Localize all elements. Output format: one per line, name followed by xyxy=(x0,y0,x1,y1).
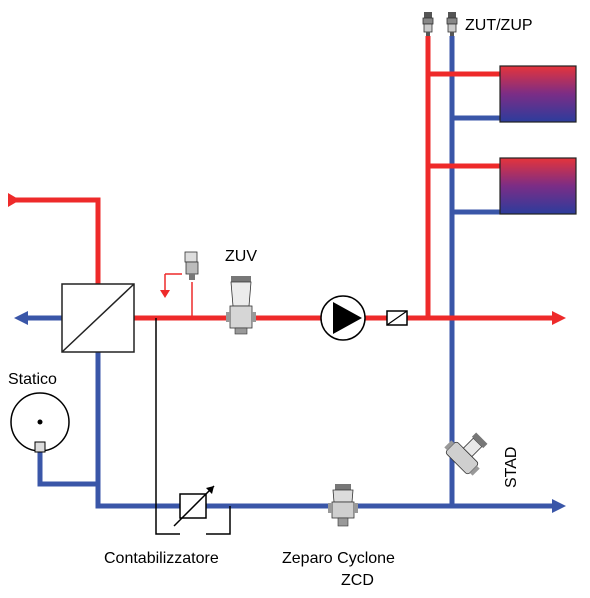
air-vent-icon xyxy=(184,251,199,280)
return-pipes xyxy=(24,36,555,509)
air-vent-drain-line xyxy=(164,273,193,318)
stad-label: STAD xyxy=(503,447,520,488)
return-inlet-arrow xyxy=(552,499,566,513)
zeparo-cyclone-icon xyxy=(328,484,358,527)
primary-inlet-arrow xyxy=(8,193,20,207)
return-outlet-arrow xyxy=(14,311,28,325)
zuv-separator-icon xyxy=(226,276,256,335)
radiator-bottom xyxy=(499,157,577,215)
energy-meter-icon xyxy=(173,485,215,527)
check-valve-icon xyxy=(386,310,408,326)
stad-valve-icon xyxy=(444,432,488,476)
return-pipe-main xyxy=(95,352,555,509)
zcd-label: ZCD xyxy=(341,572,374,589)
pump-icon xyxy=(320,295,366,341)
energy-meter-wiring xyxy=(155,318,231,535)
expansion-vessel-icon xyxy=(10,392,70,453)
supply-outlet-arrow xyxy=(552,311,566,325)
drain-arrow xyxy=(160,290,170,298)
supply-pipe-primary-inlet xyxy=(12,197,101,284)
contabilizzatore-label: Contabilizzatore xyxy=(104,550,219,567)
statico-label: Statico xyxy=(8,371,57,388)
radiator-top xyxy=(499,65,577,123)
zup-valve-icon xyxy=(446,12,458,36)
zut-valve-icon xyxy=(422,12,434,36)
heat-exchanger xyxy=(61,283,135,353)
return-pipe-expansion-vessel xyxy=(37,452,98,487)
zeparo-cyclone-label: Zeparo Cyclone xyxy=(282,550,395,567)
zut-zup-label: ZUT/ZUP xyxy=(465,17,533,34)
zuv-label: ZUV xyxy=(225,248,257,265)
supply-pipes xyxy=(12,36,555,321)
